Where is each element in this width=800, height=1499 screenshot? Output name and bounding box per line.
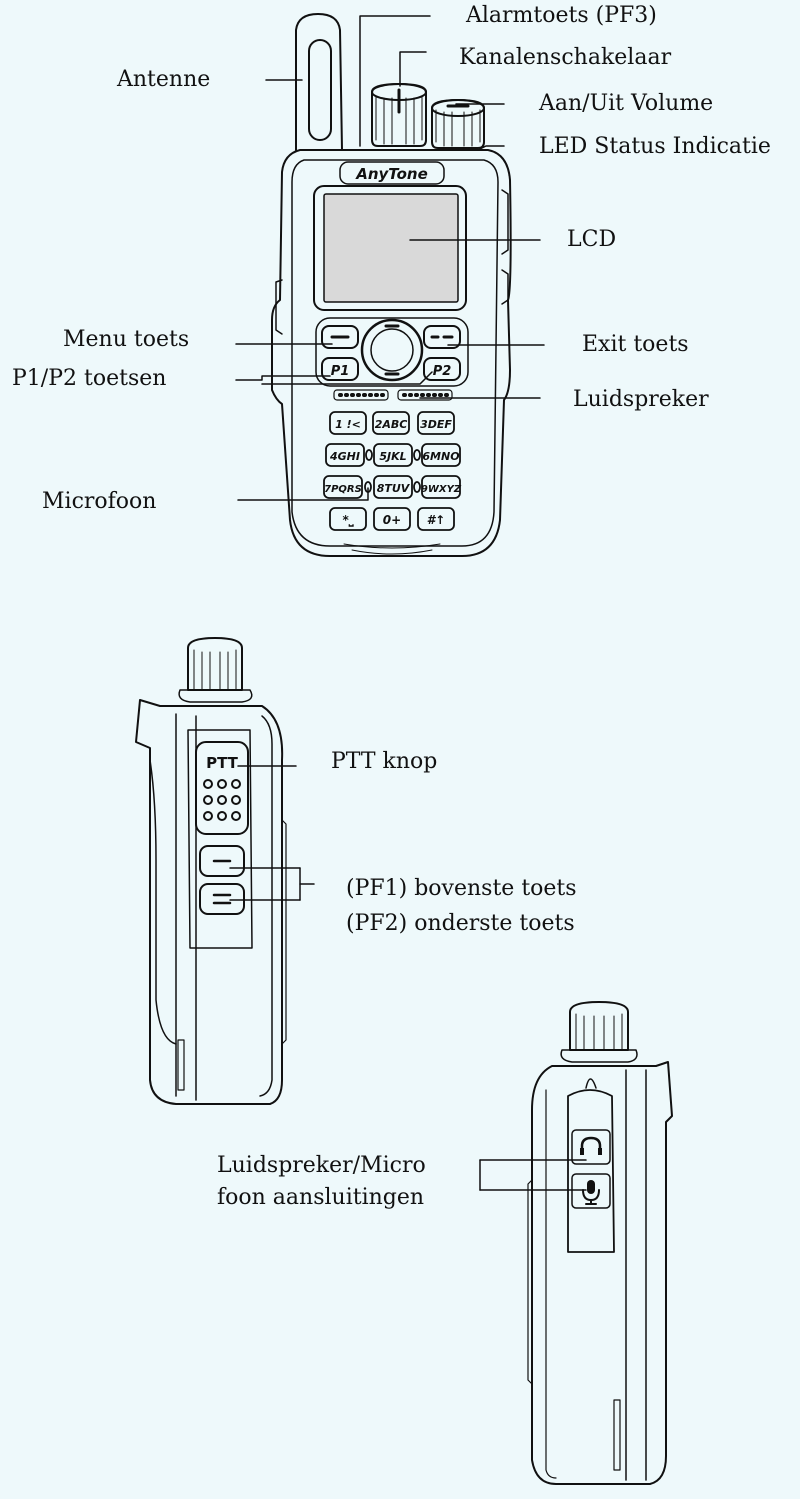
- leader-channel: [399, 51, 427, 87]
- mic-jack: [571, 1173, 611, 1209]
- label-pf2: (PF2) onderste toets: [346, 911, 575, 936]
- p2-key: [423, 357, 461, 381]
- nav-center: [370, 328, 414, 372]
- leader-alarm: [359, 15, 431, 147]
- leader-p1p2: [235, 375, 331, 381]
- key-4: [325, 443, 365, 467]
- label-exit: Exit toets: [582, 332, 689, 357]
- label-lcd: LCD: [567, 227, 617, 252]
- leader-led: [477, 145, 505, 151]
- numeric-keypad: 1 !< 2ABC 3DEF 4GHI 5JKL 6MNO 7PQRS 8TUV…: [323, 411, 462, 531]
- nav-ring: [360, 318, 424, 382]
- key-6: [421, 443, 461, 467]
- radio-side-view-connectors: [527, 1001, 673, 1485]
- label-menu: Menu toets: [63, 327, 190, 352]
- label-p1p2: P1/P2 toetsen: [12, 366, 167, 391]
- antenna-shape: [295, 13, 343, 151]
- radio-front-view: AnyTone P1 P2 1 !< 2ABC 3DEF: [271, 13, 512, 557]
- pf2-button: [199, 883, 245, 915]
- lcd-screen: [323, 193, 459, 303]
- svg-text:2ABC: 2ABC: [375, 418, 408, 431]
- svg-text:6MNO: 6MNO: [422, 450, 459, 463]
- label-pf1: (PF1) bovenste toets: [346, 876, 577, 901]
- speaker-grille-right: [397, 389, 453, 401]
- label-ptt: PTT knop: [331, 749, 438, 774]
- brand-logo: AnyTone: [355, 165, 428, 183]
- svg-text:1 !<: 1 !<: [335, 418, 361, 431]
- label-antenna: Antenne: [117, 67, 211, 92]
- key-9: [421, 475, 461, 499]
- radio-front-body: [271, 149, 512, 557]
- side-knob: [187, 637, 243, 691]
- label-led: LED Status Indicatie: [539, 134, 771, 159]
- leader-microphone: [237, 487, 369, 501]
- svg-text:#↑: #↑: [427, 513, 445, 527]
- radio-side-view-ptt: PTT: [135, 637, 287, 1105]
- connector-cover: [567, 1089, 615, 1253]
- side-body-connectors: [531, 1061, 673, 1485]
- p2-key-label: P2: [433, 364, 452, 379]
- antenna-slot: [308, 39, 332, 141]
- pf1-button: [199, 845, 245, 877]
- control-panel: [315, 317, 469, 387]
- svg-text:8TUV: 8TUV: [377, 482, 411, 495]
- key-5: [373, 443, 413, 467]
- svg-text:7PQRS: 7PQRS: [324, 484, 362, 495]
- label-channel-switch: Kanalenschakelaar: [459, 45, 672, 70]
- lcd-bezel: [313, 185, 467, 311]
- label-power-volume: Aan/Uit Volume: [539, 91, 714, 116]
- ptt-button: [195, 741, 249, 835]
- p1-key: [321, 357, 359, 381]
- key-7: [323, 475, 363, 499]
- speaker-grille-left: [333, 389, 389, 401]
- svg-text:*⎵: *⎵: [342, 513, 353, 528]
- svg-text:0+: 0+: [383, 513, 401, 527]
- exit-key: [423, 325, 461, 349]
- key-star: [329, 507, 367, 531]
- label-connectors: Luidspreker/Micro foon aansluitingen: [217, 1150, 426, 1214]
- key-1: [329, 411, 367, 435]
- svg-text:4GHI: 4GHI: [329, 450, 360, 463]
- side-knob-2: [569, 1001, 629, 1051]
- key-8: [373, 475, 413, 499]
- headphone-jack: [571, 1129, 611, 1165]
- key-hash: [417, 507, 455, 531]
- svg-text:3DEF: 3DEF: [420, 418, 452, 431]
- key-0: [373, 507, 411, 531]
- label-microphone: Microfoon: [42, 489, 157, 514]
- brand-badge: [339, 161, 445, 185]
- ptt-button-label: PTT: [206, 754, 239, 772]
- label-alarm: Alarmtoets (PF3): [466, 3, 657, 28]
- leader-lines: [229, 15, 587, 1191]
- label-connectors-line1: Luidspreker/Micro: [217, 1153, 426, 1178]
- label-speaker: Luidspreker: [573, 387, 709, 412]
- headphone-icon: [580, 1136, 602, 1154]
- side-body-ptt: [135, 699, 284, 1105]
- key-3: [417, 411, 455, 435]
- menu-key: [321, 325, 359, 349]
- svg-text:5JKL: 5JKL: [379, 450, 406, 463]
- label-connectors-line2: foon aansluitingen: [217, 1185, 425, 1210]
- p1-key-label: P1: [331, 364, 350, 379]
- svg-text:9WXYZ: 9WXYZ: [421, 484, 462, 495]
- key-2: [372, 411, 410, 435]
- mic-icon: [587, 1180, 595, 1194]
